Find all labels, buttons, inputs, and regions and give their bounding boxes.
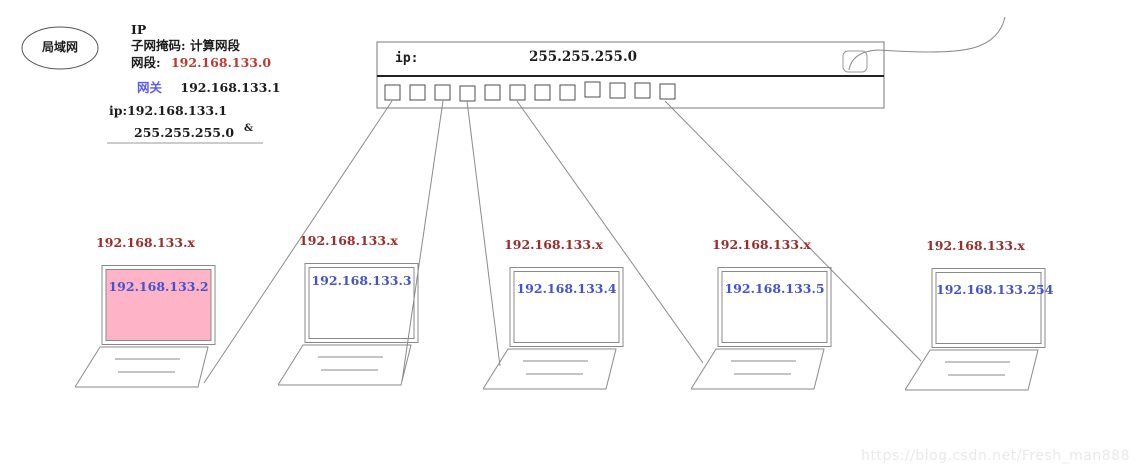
laptop-node-4: 192.168.133.x 192.168.133.5 xyxy=(691,237,841,397)
subnet-mask-note: 子网掩码: 计算网段 xyxy=(131,38,240,53)
gateway-row: 网关 192.168.133.1 xyxy=(137,80,280,95)
switch-port xyxy=(384,84,401,101)
laptop-network-label: 192.168.133.x xyxy=(926,238,1025,253)
cable-laptop-4 xyxy=(516,100,704,364)
lan-ellipse xyxy=(21,26,99,70)
wan-port-icon xyxy=(842,50,868,73)
gateway-label: 网关 xyxy=(137,80,163,95)
switch-mask-value: 255.255.255.0 xyxy=(529,49,638,65)
lan-bubble-label: 局域网 xyxy=(41,40,78,54)
switch-port xyxy=(484,84,501,101)
laptop-network-label: 192.168.133.x xyxy=(96,235,195,250)
uplink-cable xyxy=(848,16,1006,71)
laptop-node-5: 192.168.133.x 192.168.133.254 xyxy=(905,238,1055,398)
and-operator: & xyxy=(244,123,254,134)
switch-port xyxy=(509,84,526,101)
laptop-network-label: 192.168.133.x xyxy=(299,233,398,248)
mask-value-left: 255.255.255.0 xyxy=(134,125,235,140)
connection-lines xyxy=(203,100,922,384)
gateway-value: 192.168.133.1 xyxy=(180,80,281,95)
switch-port xyxy=(609,82,626,99)
laptop-drawing xyxy=(278,263,419,386)
laptop-ip-text: 192.168.133.3 xyxy=(311,273,412,288)
switch-port xyxy=(409,84,426,101)
cable-laptop-3 xyxy=(466,100,501,367)
laptop-node-1: 192.168.133.x 192.168.133.2 xyxy=(75,235,225,395)
switch-port xyxy=(584,81,601,98)
cable-laptop-5 xyxy=(664,100,922,362)
watermark: https://blog.csdn.net/Fresh_man888 xyxy=(861,448,1130,464)
switch-port xyxy=(659,83,676,100)
segment-value: 192.168.133.0 xyxy=(170,55,272,70)
laptop-network-label: 192.168.133.x xyxy=(712,237,811,252)
ip-heading: IP xyxy=(131,22,147,37)
router-ip-line: ip:192.168.133.1 xyxy=(109,103,228,118)
laptop-ip-text: 192.168.133.2 xyxy=(108,279,209,294)
laptop-ip-text: 192.168.133.4 xyxy=(516,281,617,296)
segment-label: 网段: xyxy=(131,55,161,70)
laptop-drawing xyxy=(691,267,832,390)
switch-port xyxy=(634,82,651,99)
laptop-network-label: 192.168.133.x xyxy=(504,237,603,252)
laptop-drawing xyxy=(75,265,216,388)
switch-ip-label: ip: xyxy=(395,51,419,66)
laptop-ip-text: 192.168.133.5 xyxy=(724,281,825,296)
switch-port xyxy=(559,84,576,101)
switch-port xyxy=(534,84,551,101)
cable-laptop-1 xyxy=(203,100,393,384)
laptop-drawing xyxy=(905,268,1046,391)
mask-calc-line: 255.255.255.0& xyxy=(134,121,253,140)
laptop-ip-text: 192.168.133.254 xyxy=(936,282,1054,297)
segment-row: 网段: 192.168.133.0 xyxy=(131,55,271,70)
switch-ports-group xyxy=(384,81,676,102)
switch-port xyxy=(434,84,451,101)
switch-port xyxy=(459,85,476,102)
laptop-node-2: 192.168.133.x 192.168.133.3 xyxy=(278,233,428,393)
laptop-drawing xyxy=(483,267,624,390)
cable-laptop-2 xyxy=(401,100,444,382)
laptop-node-3: 192.168.133.x 192.168.133.4 xyxy=(483,237,633,397)
